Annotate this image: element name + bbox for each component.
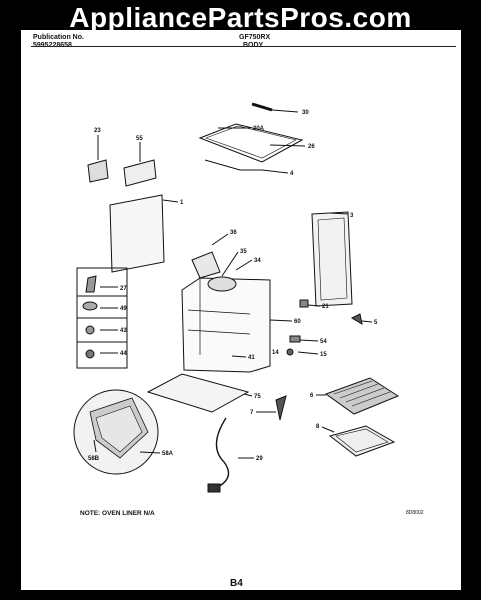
callout-7: 7 — [250, 410, 254, 416]
callout-29: 29 — [256, 456, 263, 462]
part-5 — [350, 313, 363, 326]
leader-26 — [269, 144, 306, 147]
part-29-cord — [215, 417, 230, 489]
leader-75 — [243, 393, 253, 397]
callout-6: 6 — [310, 393, 314, 399]
leader-5 — [361, 320, 373, 323]
leader-15 — [297, 351, 319, 355]
part-26-top-panel — [198, 123, 304, 163]
part-27 — [85, 275, 97, 293]
callout-44: 44 — [120, 351, 127, 357]
page-number: B4 — [230, 578, 243, 589]
callout-5: 5 — [374, 320, 378, 326]
part-43 — [85, 325, 95, 335]
leader-21 — [307, 304, 321, 307]
leader-34 — [235, 259, 253, 271]
leader-30 — [271, 109, 299, 113]
callout-15: 15 — [320, 352, 327, 358]
note-oven-liner: NOTE: OVEN LINER N/A — [80, 510, 155, 517]
callout-58b: 58B — [88, 456, 100, 462]
callout-49: 49 — [120, 306, 127, 312]
callout-75: 75 — [254, 394, 261, 400]
callout-35: 35 — [240, 249, 247, 255]
callout-4: 4 — [290, 171, 294, 177]
header-rule — [31, 46, 456, 47]
leader-60 — [269, 319, 293, 322]
part-36-box — [191, 251, 221, 279]
callout-58a: 58A — [162, 451, 174, 457]
callout-3: 3 — [350, 213, 354, 219]
callout-30a: 30A — [253, 126, 265, 132]
part-3-side-panel — [311, 211, 353, 307]
part-55 — [123, 159, 157, 187]
callout-1: 1 — [180, 200, 184, 206]
part-75-bottom-panel — [146, 373, 250, 413]
part-34-burner — [207, 276, 237, 292]
callout-30: 30 — [302, 110, 309, 116]
callout-8: 8 — [316, 424, 320, 430]
leader-41 — [231, 355, 247, 358]
leader-4 — [261, 169, 289, 174]
callout-23: 23 — [94, 128, 101, 134]
callout-60: 60 — [294, 319, 301, 325]
callout-43: 43 — [120, 328, 127, 334]
part-1-back-panel — [109, 194, 165, 273]
leader-35 — [221, 251, 239, 277]
part-49 — [82, 301, 98, 311]
part-30-rod — [251, 102, 273, 112]
callout-21: 21 — [322, 304, 329, 310]
callout-41: 41 — [248, 355, 255, 361]
publication-number: 5995228658 — [33, 42, 72, 50]
watermark: AppliancePartsPros.com — [69, 2, 412, 33]
leader-1 — [162, 199, 179, 203]
part-54 — [289, 335, 301, 343]
leader-54 — [299, 339, 319, 342]
callout-54: 54 — [320, 339, 327, 345]
callout-26: 26 — [308, 144, 315, 150]
part-4-gasket — [204, 159, 262, 171]
part-7-clip — [275, 395, 287, 421]
part-8-tray — [328, 425, 396, 457]
part-14 — [286, 348, 294, 356]
leader-3 — [329, 212, 349, 215]
drawing-code: 8D8002 — [406, 510, 424, 516]
part-44 — [85, 349, 95, 359]
callout-14: 14 — [272, 350, 279, 356]
callout-55: 55 — [136, 136, 143, 142]
callout-36: 36 — [230, 230, 237, 236]
oven-body — [181, 277, 271, 373]
section-name: BODY — [243, 42, 263, 50]
part-21 — [299, 299, 309, 308]
leader-58a — [139, 451, 161, 454]
part-29-plug — [207, 483, 221, 493]
callout-27: 27 — [120, 286, 127, 292]
leader-8 — [321, 426, 335, 433]
callout-34: 34 — [254, 258, 261, 264]
part-23 — [87, 159, 109, 183]
leader-58b — [93, 439, 97, 453]
leader-36 — [211, 233, 229, 246]
publication-label: Publication No. — [33, 34, 84, 41]
model-number: GF750RX — [239, 34, 271, 41]
